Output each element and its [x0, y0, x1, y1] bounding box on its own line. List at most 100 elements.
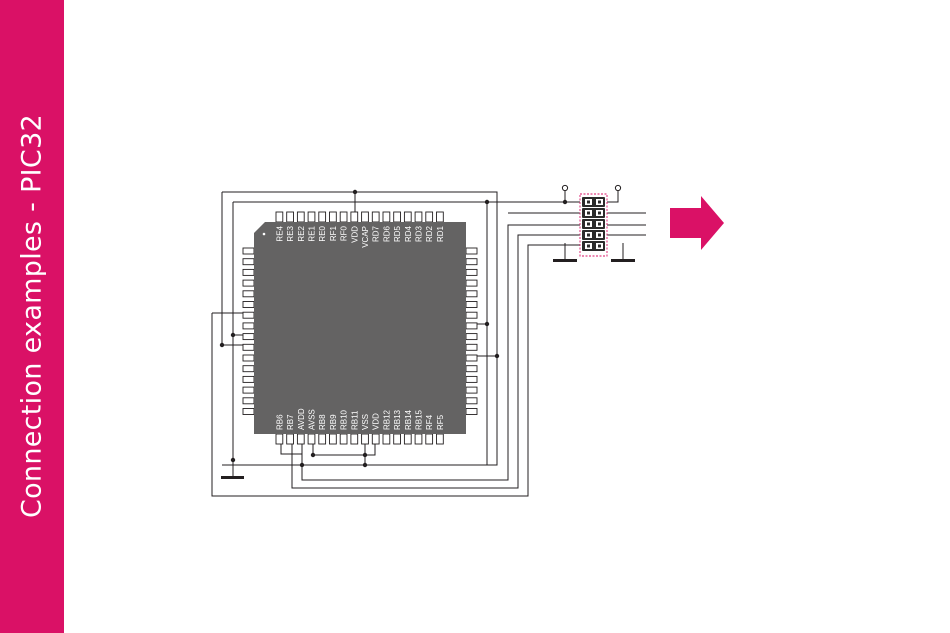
chip-top-pin-label: RD2 [425, 225, 434, 242]
chip-top-pin-label: RE2 [297, 225, 306, 241]
header-pin-hole [598, 201, 601, 204]
chip-right-pin [466, 376, 477, 382]
chip-bottom-pin-label: RF4 [425, 414, 434, 430]
chip-top-pin [383, 212, 390, 222]
chip-left-pin [243, 259, 254, 265]
chip-left-pin [243, 291, 254, 297]
junction-dot [231, 333, 235, 337]
chip-right-pin [466, 302, 477, 308]
chip-left-pin [243, 387, 254, 393]
chip-bottom-pin [426, 434, 433, 444]
chip-right-pin [466, 366, 477, 372]
junction-dot [311, 453, 315, 457]
chip-bottom-pin [308, 434, 315, 444]
header-pin-hole [587, 234, 590, 237]
chip-bottom-pin [372, 434, 379, 444]
chip-bottom-pin [319, 434, 326, 444]
chip-bottom-pin-label: RB15 [415, 409, 424, 430]
chip-top-pin-label: VCAP [361, 226, 370, 248]
junction-dot [495, 354, 499, 358]
junction-dot [220, 343, 224, 347]
chip-left-pin [243, 376, 254, 382]
chip-bottom-pin [351, 434, 358, 444]
chip-top-pin [308, 212, 315, 222]
chip-right-pin [466, 355, 477, 361]
chip-bottom-pin [437, 434, 444, 444]
chip-left-pin [243, 409, 254, 415]
pin-header-connector [580, 194, 607, 256]
chip-top-pin [394, 212, 401, 222]
chip-bottom-pin-label: VSS [361, 414, 370, 430]
chip-left-pin [243, 366, 254, 372]
chip-top-pin-label: VDD [350, 226, 359, 243]
chip-top-pin [351, 212, 358, 222]
chip-bottom-pin-label: RB13 [393, 409, 402, 430]
ground-symbol [553, 259, 577, 262]
chip-top-pin-label: RD1 [436, 225, 445, 242]
header-pin-hole [598, 223, 601, 226]
vcc-terminal-icon [615, 185, 620, 190]
chip-bottom-pin [330, 434, 337, 444]
chip-top-pin [330, 212, 337, 222]
chip-top-pin-label: RD5 [393, 225, 402, 242]
wire [607, 191, 618, 202]
chip-bottom-pin [404, 434, 411, 444]
chip-bottom-pin-label: RB7 [286, 414, 295, 430]
arrow-right-icon [670, 196, 724, 250]
chip-right-pin [466, 387, 477, 393]
chip-right-pin [466, 398, 477, 404]
chip-top-pin-label: RE4 [275, 225, 284, 241]
chip-left-pin [243, 280, 254, 286]
chip-left-pin [243, 323, 254, 329]
chip-top-pin [276, 212, 283, 222]
chip-bottom-pin-label: RB8 [318, 414, 327, 430]
chip-left-pin [243, 302, 254, 308]
chip-top-pin-label: RF1 [329, 225, 338, 241]
chip-top-pin-label: RE0 [318, 225, 327, 241]
chip-top-pin [297, 212, 304, 222]
chip-top-pin [340, 212, 347, 222]
header-pin-hole [587, 212, 590, 215]
chip-top-pin [404, 212, 411, 222]
chip-top-pin [437, 212, 444, 222]
chip-top-pin-label: RD6 [382, 225, 391, 242]
junction-dot [231, 458, 235, 462]
header-pin-hole [598, 212, 601, 215]
header-pin-hole [598, 234, 601, 237]
chip-left-pin [243, 269, 254, 275]
chip-bottom-pin [362, 434, 369, 444]
chip-top-pin [287, 212, 294, 222]
chip-bottom-pin [297, 434, 304, 444]
chip-right-pin [466, 280, 477, 286]
chip-right-pin [466, 312, 477, 318]
chip-bottom-pin [276, 434, 283, 444]
chip-right-pin [466, 323, 477, 329]
chip-top-pin [362, 212, 369, 222]
chip-bottom-pin-label: RB14 [404, 409, 413, 430]
chip-left-pin [243, 344, 254, 350]
chip-right-pin [466, 344, 477, 350]
chip-left-pin [243, 398, 254, 404]
vcc-terminal-icon [562, 185, 567, 190]
chip-bottom-pin [415, 434, 422, 444]
chip-top-pin [426, 212, 433, 222]
chip-right-pin [466, 334, 477, 340]
junction-dot [485, 322, 489, 326]
chip-bottom-pin-label: RB12 [382, 409, 391, 430]
chip-bottom-pin-label: AVSS [308, 409, 317, 430]
chip-bottom-pin [287, 434, 294, 444]
ground-symbol [221, 476, 244, 479]
chip-top-pin-label: RF0 [340, 225, 349, 241]
chip-right-pin [466, 269, 477, 275]
ground-symbol [611, 259, 635, 262]
chip-right-pin [466, 409, 477, 415]
chip-right-pin [466, 291, 477, 297]
junction-dot [300, 463, 304, 467]
header-pin-hole [598, 245, 601, 248]
pin1-marker-icon [263, 233, 266, 236]
chip-top-pin-label: RD4 [404, 225, 413, 242]
junction-dot [363, 453, 367, 457]
chip-bottom-pin-label: RB9 [329, 414, 338, 430]
